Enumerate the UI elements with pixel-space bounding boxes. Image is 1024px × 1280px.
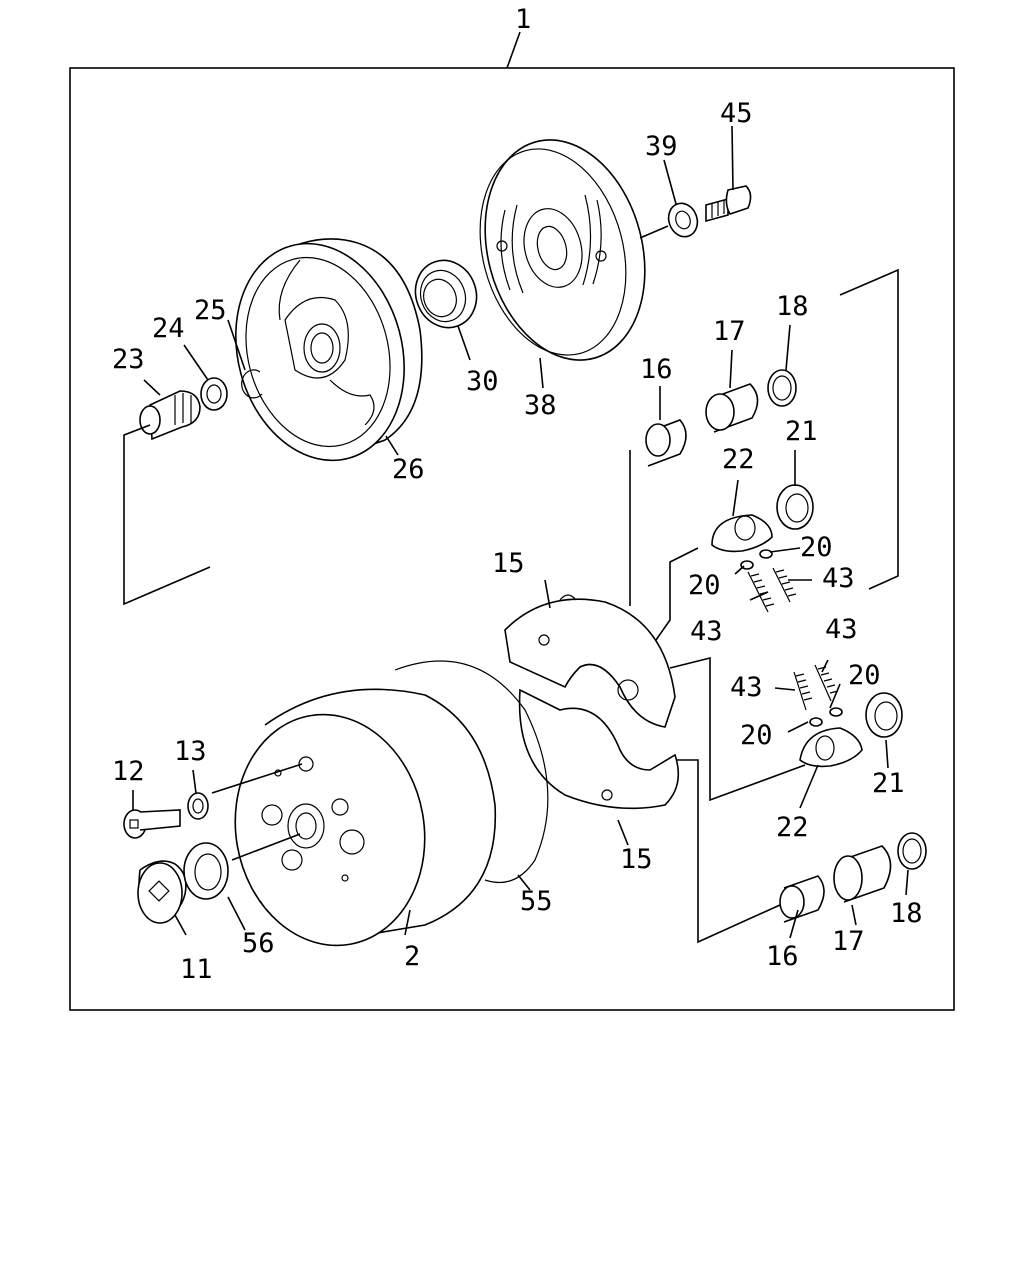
- callout-label: 13: [174, 736, 207, 767]
- part-20-ball-upper: [740, 549, 773, 570]
- callout-labels: 2 11 12 13 15 15 16 16 17 17 18 18 20 20…: [112, 98, 923, 985]
- assembly-frame: [69, 67, 955, 1011]
- part-26-rotor-housing: [235, 238, 423, 462]
- part-21-seal-lower: [865, 692, 903, 738]
- callout-label: 16: [640, 354, 673, 385]
- callout-label: 24: [152, 313, 185, 344]
- part-17-sleeve-upper: [705, 383, 759, 433]
- part-15-cam-lower: [518, 688, 680, 810]
- part-13-washer: [187, 792, 209, 820]
- part-43-spring-lower-b: [814, 664, 839, 702]
- callout-label: 18: [890, 898, 923, 929]
- part-30-bearing: [414, 259, 478, 329]
- callout-label: 21: [785, 416, 818, 447]
- callout-label: 15: [620, 844, 653, 875]
- callout-label: 56: [242, 928, 275, 959]
- part-45-bolt: [705, 185, 752, 223]
- part-22-valve-lower: [799, 727, 863, 768]
- part-11-plug: [137, 860, 187, 924]
- part-43-spring-lower-a: [793, 671, 813, 711]
- callout-label: 21: [872, 768, 905, 799]
- callout-label: 30: [466, 366, 499, 397]
- callout-label: 25: [194, 295, 227, 326]
- part-15-cam-upper: [504, 594, 676, 728]
- part-21-seal-upper: [776, 484, 814, 530]
- part-18-ring-upper: [767, 369, 797, 407]
- part-23-plug: [139, 390, 201, 441]
- part-17-sleeve-lower: [833, 845, 892, 903]
- callout-label: 20: [800, 532, 833, 563]
- callout-label: 43: [690, 616, 723, 647]
- callout-label: 12: [112, 756, 145, 787]
- assembly-leader: [506, 31, 521, 69]
- assembly-guide-lines: [123, 225, 899, 944]
- part-39-washer: [667, 202, 699, 238]
- callout-label: 20: [688, 570, 721, 601]
- callout-label: 39: [645, 131, 678, 162]
- assembly-label: 1: [515, 4, 531, 35]
- part-55-o-ring: [394, 660, 549, 884]
- part-43-spring-upper-a: [747, 571, 775, 613]
- part-20-ball-lower: [809, 707, 843, 727]
- callout-label: 17: [832, 926, 865, 957]
- part-12-bolt: [123, 809, 181, 839]
- part-16-bushing-upper: [645, 419, 687, 467]
- callout-label: 20: [740, 720, 773, 751]
- callout-label: 38: [524, 390, 557, 421]
- callout-label: 43: [730, 672, 763, 703]
- callout-label: 22: [776, 812, 809, 843]
- callout-label: 43: [825, 614, 858, 645]
- part-2-pump-body: [234, 688, 497, 947]
- callout-label: 22: [722, 444, 755, 475]
- part-24-washer: [200, 377, 228, 411]
- callout-label: 43: [822, 563, 855, 594]
- callout-label: 23: [112, 344, 145, 375]
- callout-label: 16: [766, 941, 799, 972]
- callout-label: 11: [180, 954, 213, 985]
- callout-label: 55: [520, 886, 553, 917]
- callout-label: 2: [404, 941, 420, 972]
- part-16-bushing-lower: [779, 875, 825, 923]
- part-25-snap-ring: [241, 369, 263, 399]
- part-22-valve-upper: [711, 514, 773, 553]
- callout-label: 18: [776, 291, 809, 322]
- callout-label: 15: [492, 548, 525, 579]
- part-43-spring-upper-b: [772, 567, 797, 603]
- callout-label: 26: [392, 454, 425, 485]
- callout-label: 45: [720, 98, 753, 129]
- part-18-ring-lower: [897, 832, 927, 870]
- callout-label: 20: [848, 660, 881, 691]
- part-56-ring: [183, 842, 229, 900]
- part-38-back-plate: [479, 139, 646, 361]
- callout-leaders: [132, 125, 909, 939]
- callout-label: 17: [713, 316, 746, 347]
